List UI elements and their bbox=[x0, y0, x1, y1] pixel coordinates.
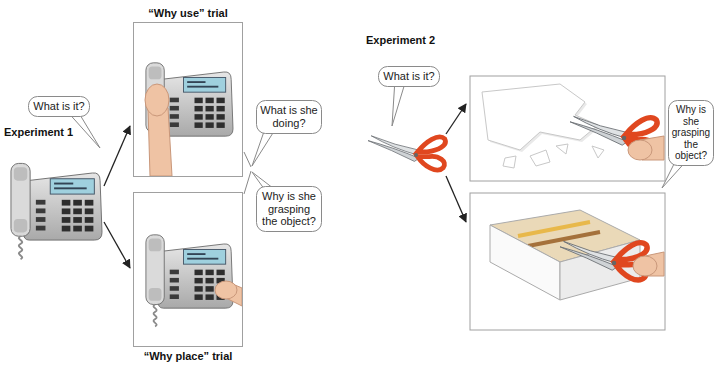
cutting-picture bbox=[530, 150, 550, 166]
speech-bubble: What is it? bbox=[28, 96, 90, 117]
speech-bubble: Why is she grasping the object? bbox=[256, 186, 322, 232]
arrow bbox=[104, 126, 130, 186]
placing-picture bbox=[633, 256, 657, 276]
question-text: Why is she grasping the object? bbox=[256, 186, 322, 232]
arrow bbox=[446, 104, 466, 134]
scissors-picture bbox=[368, 136, 445, 170]
bubble-tail bbox=[662, 163, 685, 188]
arrow bbox=[446, 176, 466, 222]
bubble-body bbox=[257, 101, 322, 134]
bubble-tail bbox=[252, 131, 274, 166]
cutting-picture bbox=[592, 146, 604, 158]
bubble-body bbox=[669, 101, 714, 166]
experiment-label: Experiment 2 bbox=[366, 34, 435, 46]
use-trial-picture bbox=[145, 63, 233, 176]
bracket-line bbox=[244, 171, 251, 194]
trial-frame: “Why place” trial bbox=[133, 192, 243, 347]
bubble-body bbox=[29, 97, 90, 117]
placing-picture bbox=[528, 232, 600, 246]
bracket-line bbox=[244, 152, 251, 194]
place-trial-picture bbox=[146, 235, 242, 327]
experiment-label: Experiment 1 bbox=[4, 126, 73, 138]
placing-picture bbox=[470, 193, 665, 330]
trial-label: “Why place” trial bbox=[104, 350, 272, 362]
placing-picture bbox=[490, 225, 560, 300]
arrow bbox=[104, 222, 130, 268]
bubble-body bbox=[379, 67, 440, 87]
question-text: What is it? bbox=[28, 96, 90, 117]
arrow bbox=[104, 126, 130, 268]
bubble-tail bbox=[70, 114, 101, 148]
scissors-picture bbox=[368, 136, 445, 170]
place-trial-picture bbox=[146, 235, 233, 327]
placing-picture bbox=[560, 241, 647, 280]
speech-bubble: Why is she grasping the object? bbox=[668, 100, 714, 166]
arrow bbox=[446, 104, 466, 222]
cutting-picture bbox=[482, 84, 598, 150]
bubble-tail bbox=[392, 84, 405, 126]
cutting-picture bbox=[503, 156, 516, 168]
question-text: What is it? bbox=[378, 66, 440, 87]
question-text: What is she doing? bbox=[256, 100, 322, 133]
trial-frame: “Why use” trial bbox=[133, 22, 243, 177]
cutting-picture bbox=[628, 140, 652, 160]
use-trial-picture bbox=[148, 108, 172, 176]
bracket-line bbox=[244, 152, 251, 167]
cutting-picture bbox=[556, 144, 568, 154]
telephone-picture bbox=[11, 163, 102, 259]
placing-picture bbox=[518, 222, 590, 236]
speech-bubble: What is it? bbox=[378, 66, 440, 87]
telephone-picture bbox=[11, 163, 102, 259]
cutting-picture bbox=[470, 76, 665, 181]
question-text: Why is she grasping the object? bbox=[668, 100, 714, 166]
placing-picture bbox=[470, 193, 665, 330]
speech-bubble: What is she doing? bbox=[256, 100, 322, 134]
cutting-picture bbox=[470, 76, 665, 181]
bubble-body bbox=[257, 187, 322, 232]
use-trial-picture bbox=[145, 84, 169, 116]
trial-label: “Why use” trial bbox=[104, 7, 272, 19]
place-trial-picture bbox=[215, 281, 237, 299]
